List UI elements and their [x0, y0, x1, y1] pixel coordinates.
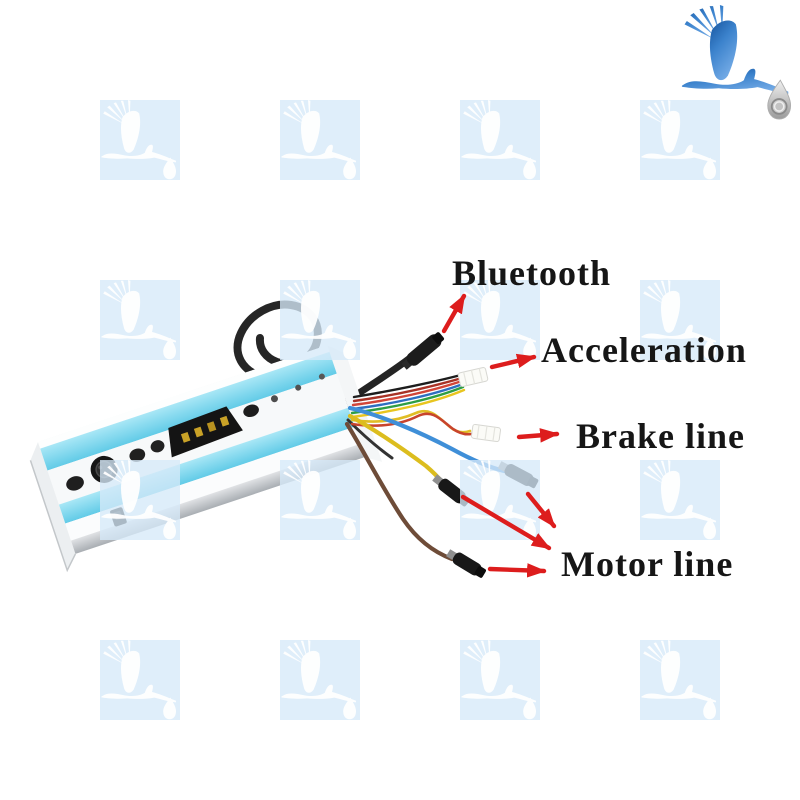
- arrow-motor-horizontal: [487, 563, 547, 578]
- label-brake-line: Brake line: [576, 416, 745, 456]
- bluetooth-antenna-connector: [401, 332, 445, 370]
- arrow-acceleration: [489, 353, 537, 370]
- water-drop-icon: [767, 79, 792, 120]
- cyan-stripe-top: [40, 351, 337, 471]
- charge-port-connector: [168, 406, 243, 458]
- arrow-brake: [516, 428, 560, 443]
- stork-logo-icon: [680, 4, 792, 120]
- label-bluetooth: Bluetooth: [452, 253, 612, 293]
- stork-drop-brand-logo: [680, 4, 794, 120]
- label-motor-line: Motor line: [561, 544, 734, 584]
- arrow-motor-diagonal-short: [525, 491, 557, 529]
- label-acceleration: Acceleration: [541, 330, 747, 370]
- arrow-bluetooth: [441, 293, 467, 334]
